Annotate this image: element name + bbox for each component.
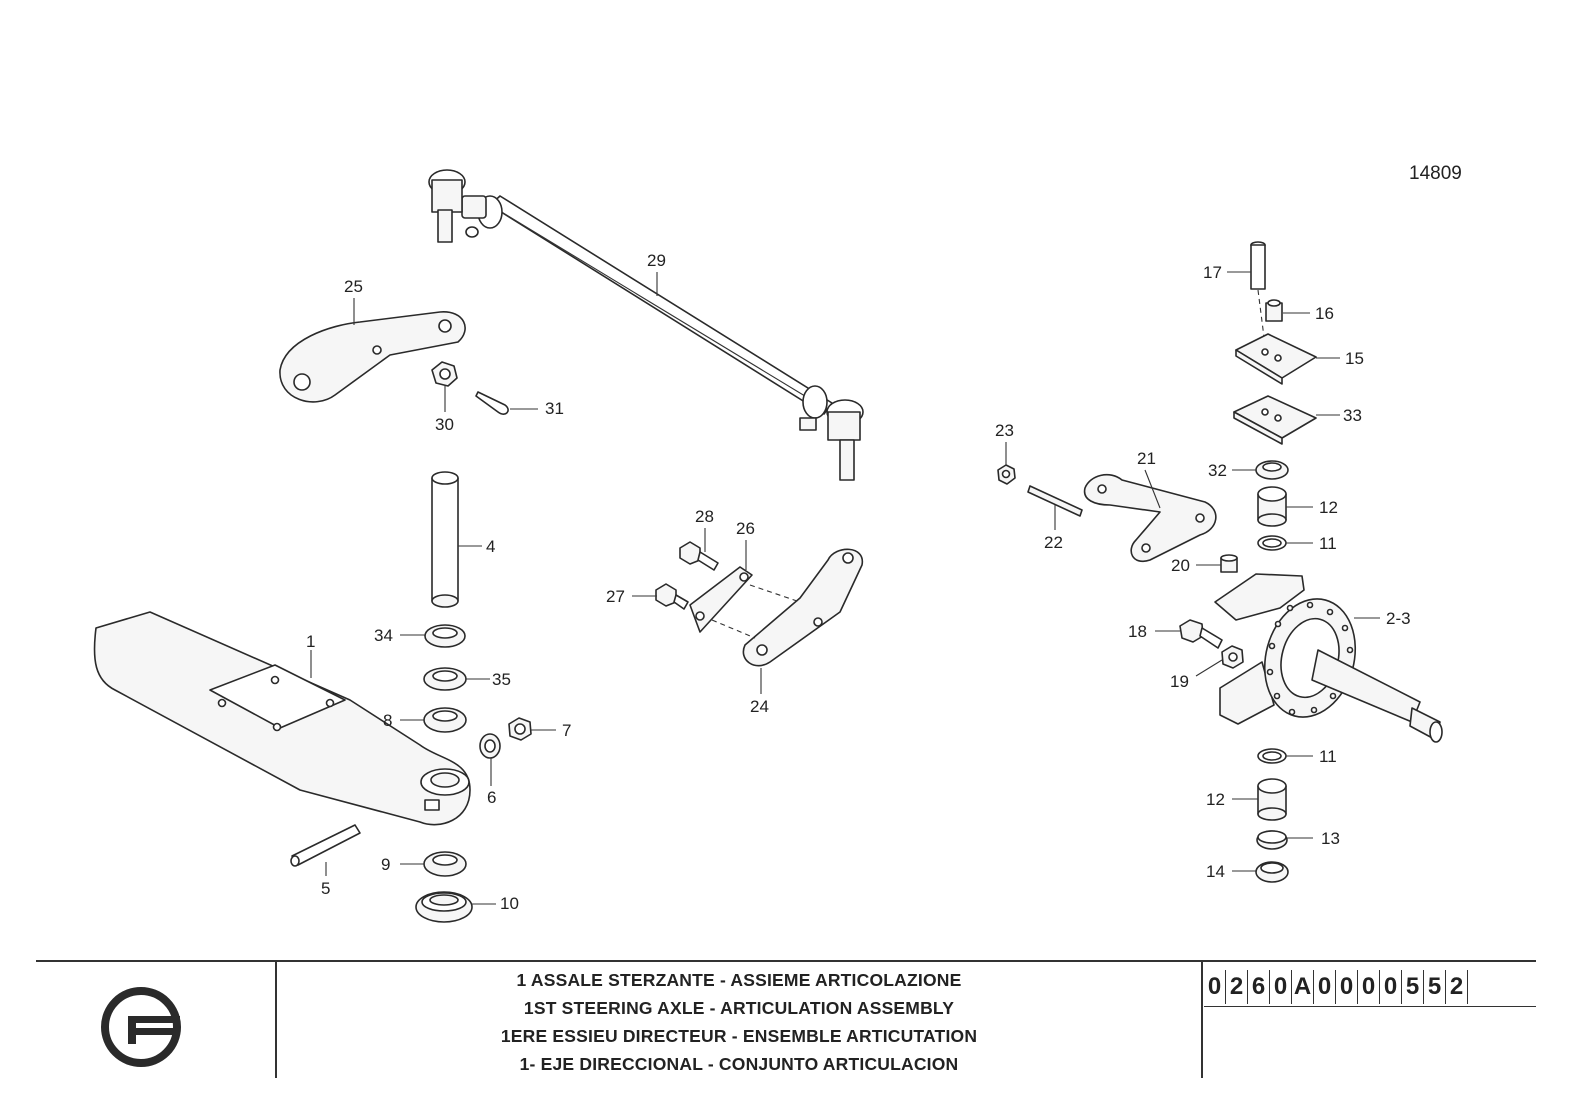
callout-12-top: 12: [1319, 498, 1338, 517]
nut-7: [508, 717, 532, 741]
code-char: 0: [1380, 970, 1402, 1004]
title-spanish: 1- EJE DIRECCIONAL - CONJUNTO ARTICULACI…: [519, 1054, 959, 1074]
callout-14: 14: [1206, 862, 1225, 881]
steering-knuckle-2-3: [1214, 573, 1443, 743]
callout-22: 22: [1044, 533, 1063, 552]
callout-11-bottom: 11: [1319, 747, 1337, 766]
code-char: 0: [1314, 970, 1336, 1004]
bolt-17: [1250, 241, 1266, 290]
callout-labels: 29 25 30 31 4 34 35 8 7 6 1 5 9 10 28 26…: [306, 251, 1411, 913]
washer-9: [423, 851, 467, 877]
callout-27: 27: [606, 587, 625, 606]
cap-13: [1256, 830, 1288, 850]
tie-rod-29: [428, 169, 864, 481]
callout-18: 18: [1128, 622, 1147, 641]
ring-11-top: [1257, 535, 1287, 551]
code-char: A: [1292, 970, 1314, 1004]
nut-23: [997, 464, 1016, 485]
callout-34: 34: [374, 626, 393, 645]
callout-23: 23: [995, 421, 1014, 440]
callout-1: 1: [306, 632, 315, 651]
spring-washer-6: [479, 733, 501, 759]
arm-21: [1083, 473, 1217, 563]
seal-10: [415, 891, 473, 923]
callout-10: 10: [500, 894, 519, 913]
ring-11-bottom: [1257, 748, 1287, 764]
title-block-top-rule: [36, 960, 1536, 962]
callout-35: 35: [492, 670, 511, 689]
callout-30: 30: [435, 415, 454, 434]
washer-34: [424, 624, 466, 648]
code-char: 2: [1446, 970, 1468, 1004]
code-char: 5: [1424, 970, 1446, 1004]
code-char: 0: [1204, 970, 1226, 1004]
bushing-12-bottom: [1257, 778, 1287, 821]
callout-31: 31: [545, 399, 564, 418]
callout-12-bottom: 12: [1206, 790, 1225, 809]
leader-lines: [310, 271, 1380, 905]
title-italian: 1 ASSALE STERZANTE - ASSIEME ARTICOLAZIO…: [516, 970, 962, 990]
pin-5: [290, 824, 361, 867]
title-block: 1 ASSALE STERZANTE - ASSIEME ARTICOLAZIO…: [36, 960, 1536, 1078]
cotter-pin-31: [475, 391, 509, 415]
title-block-divider-right: [1201, 960, 1203, 1078]
code-char: 6: [1248, 970, 1270, 1004]
callout-4: 4: [486, 537, 495, 556]
bolt-28: [679, 541, 719, 571]
callout-13: 13: [1321, 829, 1340, 848]
callout-17: 17: [1203, 263, 1222, 282]
king-pin-4: [431, 471, 459, 608]
washer-32: [1255, 460, 1289, 480]
callout-5: 5: [321, 879, 330, 898]
bushing-20: [1220, 554, 1238, 573]
code-char: 0: [1336, 970, 1358, 1004]
callout-21: 21: [1137, 449, 1156, 468]
title-english: 1ST STEERING AXLE - ARTICULATION ASSEMBL…: [523, 998, 955, 1018]
seal-14: [1255, 861, 1289, 883]
nut-19: [1221, 645, 1244, 669]
callout-25: 25: [344, 277, 363, 296]
castle-nut-30: [431, 361, 458, 387]
washer-35: [423, 667, 467, 691]
stud-22: [1027, 485, 1083, 517]
plate-15: [1235, 333, 1317, 385]
callout-32: 32: [1208, 461, 1227, 480]
callout-9: 9: [381, 855, 390, 874]
washer-8: [423, 707, 467, 733]
title-french: 1ERE ESSIEU DIRECTEUR - ENSEMBLE ARTICUT…: [500, 1026, 978, 1046]
code-char: 2: [1226, 970, 1248, 1004]
code-char: 5: [1402, 970, 1424, 1004]
callout-16: 16: [1315, 304, 1334, 323]
axle-beam-1: [93, 611, 471, 826]
bolt-18: [1179, 619, 1223, 649]
callout-24: 24: [750, 697, 769, 716]
bolt-27: [655, 583, 689, 610]
bushing-12-top: [1257, 486, 1287, 527]
callout-15: 15: [1345, 349, 1364, 368]
callout-28: 28: [695, 507, 714, 526]
callout-33: 33: [1343, 406, 1362, 425]
callout-2-3: 2-3: [1386, 609, 1411, 628]
title-text-group: 1 ASSALE STERZANTE - ASSIEME ARTICOLAZIO…: [278, 966, 1200, 1078]
callout-6: 6: [487, 788, 496, 807]
company-logo-icon: [101, 987, 181, 1067]
lever-24: [742, 548, 863, 667]
callout-7: 7: [562, 721, 571, 740]
drawing-number: 14809: [1409, 163, 1462, 184]
callout-11-top: 11: [1319, 534, 1337, 553]
title-block-divider-left: [275, 960, 277, 1078]
bracket-26: [689, 566, 753, 633]
callout-8: 8: [383, 711, 392, 730]
code-char: 0: [1358, 970, 1380, 1004]
grease-fitting-16: [1265, 299, 1283, 322]
plate-33: [1233, 395, 1317, 445]
steering-arm-25: [279, 311, 466, 403]
callout-20: 20: [1171, 556, 1190, 575]
callout-29: 29: [647, 251, 666, 270]
callout-19: 19: [1170, 672, 1189, 691]
code-char: 0: [1270, 970, 1292, 1004]
callout-26: 26: [736, 519, 755, 538]
part-code: 0 2 6 0 A 0 0 0 0 5 5 2: [1204, 970, 1536, 1007]
